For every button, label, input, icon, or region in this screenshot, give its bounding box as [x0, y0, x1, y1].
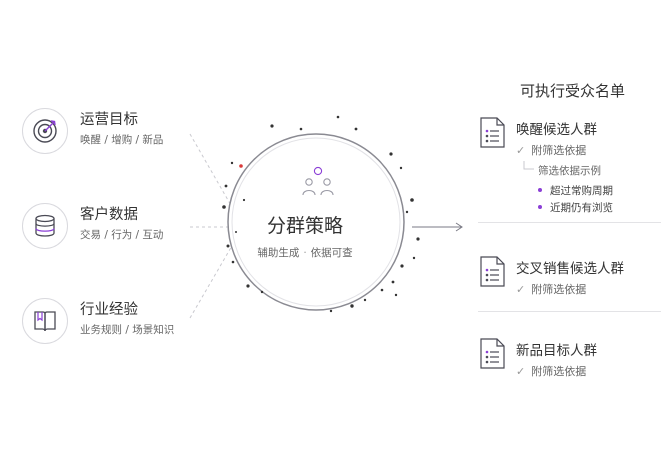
strategy-circle-inner: [231, 137, 401, 307]
output-group-reactivation: 唤醒候选人群 ✓ 附筛选依据 筛选依据示例 超过常购周期 近期仍有浏览: [478, 117, 661, 217]
scatter-dot: [231, 260, 235, 264]
document-icon: [480, 338, 505, 369]
strategy-circle: [227, 133, 405, 311]
users-icon-right-head: [323, 178, 331, 186]
scatter-dot: [246, 284, 250, 288]
document-icon: [480, 256, 505, 287]
input-title: 客户数据: [80, 207, 138, 223]
scatter-dot: [400, 264, 404, 268]
scatter-dot: [389, 152, 393, 156]
scatter-dot: [336, 115, 340, 119]
users-icon: [302, 166, 334, 196]
basis-example-label: 超过常购周期: [550, 185, 613, 197]
check-icon: ✓: [516, 144, 526, 157]
strategy-subtitle-right: 依据可查: [310, 247, 353, 259]
users-icon-head-accent: [313, 166, 323, 176]
book-icon: [22, 298, 68, 344]
scatter-dot: [226, 244, 230, 248]
scatter-dot: [224, 184, 228, 188]
strategy-subtitle-left: 辅助生成: [257, 247, 300, 259]
connector-arrow-head: [455, 222, 463, 232]
input-subtitle: 业务规则 / 场景知识: [80, 324, 175, 336]
input-customer-data: 客户数据 交易 / 行为 / 互动: [22, 203, 222, 253]
strategy-subtitle: 辅助生成·依据可查: [230, 245, 380, 260]
scatter-dot: [242, 198, 246, 202]
basis-example-item: 超过常购周期: [538, 183, 613, 198]
input-operation-goal: 运营目标 唤醒 / 增购 / 新品: [22, 108, 222, 158]
target-icon-graphic: [33, 119, 57, 143]
scatter-dot: [416, 237, 420, 241]
scatter-dot: [230, 161, 234, 165]
scatter-dot: [222, 205, 226, 209]
output-group-new-product: 新品目标人群 ✓ 附筛选依据: [478, 338, 661, 383]
output-group-basis-label: 附筛选依据: [531, 144, 587, 157]
output-group-cross-sell: 交叉销售候选人群 ✓ 附筛选依据: [478, 256, 661, 301]
document-icon: [480, 117, 505, 148]
connector-line-industry-experience: [189, 231, 241, 319]
output-group-title: 唤醒候选人群: [516, 122, 597, 138]
basis-example-header: 筛选依据示例: [538, 165, 601, 177]
input-title: 行业经验: [80, 302, 138, 318]
scatter-dot: [399, 166, 403, 170]
strategy-subtitle-separator: ·: [303, 247, 307, 259]
input-title: 运营目标: [80, 112, 138, 128]
output-group-basis: ✓ 附筛选依据: [516, 363, 586, 379]
scatter-dot: [363, 298, 367, 302]
output-divider: [478, 222, 661, 223]
target-icon: [22, 108, 68, 154]
output-header: 可执行受众名单: [520, 82, 626, 100]
input-subtitle: 唤醒 / 增购 / 新品: [80, 134, 164, 146]
scatter-dots: [222, 115, 420, 313]
scatter-dot: [410, 198, 414, 202]
output-group-basis-label: 附筛选依据: [531, 283, 587, 296]
scatter-dot: [380, 288, 384, 292]
database-icon: [22, 203, 68, 249]
output-group-title: 新品目标人群: [516, 343, 597, 359]
scatter-dot: [354, 127, 358, 131]
check-icon: ✓: [516, 365, 526, 378]
scatter-dot: [405, 210, 409, 214]
scatter-dot: [329, 309, 333, 313]
basis-example-label: 近期仍有浏览: [550, 202, 613, 214]
bullet-dot-icon: [538, 205, 542, 209]
check-icon: ✓: [516, 283, 526, 296]
output-group-basis: ✓ 附筛选依据: [516, 281, 586, 297]
output-group-basis: ✓ 附筛选依据: [516, 142, 586, 158]
connector-line-operation-goal: [189, 133, 241, 222]
book-icon-graphic: [34, 311, 56, 332]
bullet-dot-icon: [538, 188, 542, 192]
users-icon-left-head: [305, 178, 313, 186]
scatter-dot: [299, 127, 303, 131]
scatter-dot: [412, 256, 416, 260]
scatter-dot: [270, 124, 274, 128]
scatter-dot: [235, 231, 237, 233]
input-industry-experience: 行业经验 业务规则 / 场景知识: [22, 298, 222, 348]
scatter-dot: [260, 290, 264, 294]
output-group-title: 交叉销售候选人群: [516, 261, 624, 277]
scatter-dot: [239, 164, 243, 168]
users-icon-right-body: [320, 189, 334, 196]
database-icon-graphic: [35, 214, 55, 237]
tree-branch-icon: [523, 161, 534, 170]
strategy-title: 分群策略: [266, 215, 343, 237]
scatter-dot: [394, 293, 398, 297]
basis-example-item: 近期仍有浏览: [538, 200, 613, 215]
scatter-dot: [391, 280, 395, 284]
output-group-basis-label: 附筛选依据: [531, 365, 587, 378]
scatter-dot: [350, 304, 354, 308]
input-subtitle: 交易 / 行为 / 互动: [80, 229, 164, 241]
users-icon-left-body: [302, 189, 316, 196]
output-divider: [478, 311, 661, 312]
